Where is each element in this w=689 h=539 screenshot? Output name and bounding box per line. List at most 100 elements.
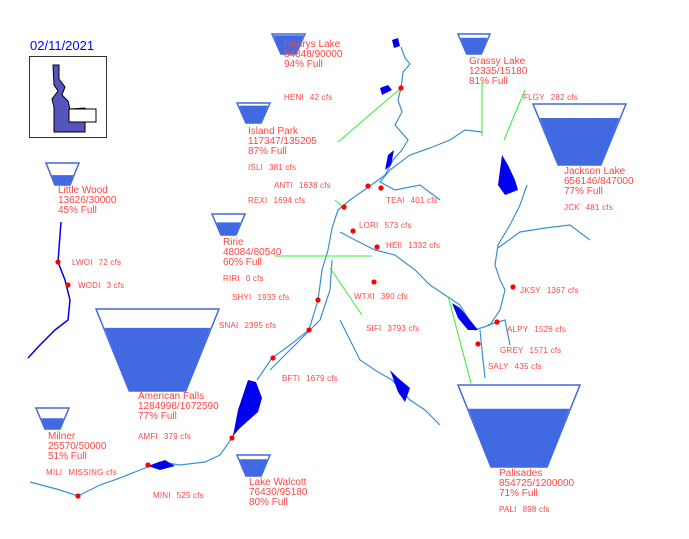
henrys-lake-shape xyxy=(392,38,400,48)
gauge-flow: 390 cfs xyxy=(380,292,408,301)
reservoir-pct-label: 77% Full xyxy=(138,411,177,422)
island-park-reservoir-shape xyxy=(385,150,394,170)
gauge-flow: 1694 cfs xyxy=(273,196,306,205)
gauge-flow: 1933 cfs xyxy=(257,293,290,302)
gauge-flow: 1526 cfs xyxy=(534,325,567,334)
gauge-station-dot-alpy[interactable] xyxy=(494,319,500,325)
gauge-flow: 435 cfs xyxy=(514,362,542,371)
gauge-station-dot-teai[interactable] xyxy=(378,185,384,191)
gauge-station-dot-lwoi[interactable] xyxy=(55,259,61,265)
reservoir-pct-label: 87% Full xyxy=(248,146,287,157)
gauge-wtxi[interactable]: WTXI 390 cfs xyxy=(354,292,408,301)
american-falls-lake-shape xyxy=(233,380,262,436)
gauge-code: WTXI xyxy=(354,292,375,301)
reservoir-fill-level xyxy=(468,408,570,467)
palisades-lake-shape xyxy=(452,303,478,330)
gauge-flow: 2395 cfs xyxy=(244,321,277,330)
reservoir-name: Henrys Lake xyxy=(284,39,341,50)
gauge-station-dot-heii[interactable] xyxy=(374,244,380,250)
gauge-snai[interactable]: SNAI 2395 cfs xyxy=(219,321,276,330)
gauge-code: JCK xyxy=(564,203,580,212)
teton-river xyxy=(379,129,483,201)
grey-river xyxy=(487,319,511,346)
reservoir-fill-level xyxy=(460,37,488,54)
gauge-code: HENI xyxy=(284,93,304,102)
milner-lake-shape xyxy=(148,460,175,470)
gauge-station-dot-anti[interactable] xyxy=(365,183,371,189)
gauge-code: PALI xyxy=(499,505,517,514)
gauge-flow: 0 cfs xyxy=(245,274,264,283)
reservoir-pct-label: 77% Full xyxy=(564,186,603,197)
blackfoot-river xyxy=(339,319,441,426)
gauge-teai[interactable]: TEAI 401 cfs xyxy=(386,196,438,205)
gauge-station-dot-heni[interactable] xyxy=(398,85,404,91)
gauge-shyi[interactable]: SHYI 1933 cfs xyxy=(232,293,289,302)
gauge-station-dot-wodi[interactable] xyxy=(65,282,71,288)
reservoir-fill-level xyxy=(239,459,268,476)
reservoir-fill-level xyxy=(41,418,64,429)
gauge-flow: 573 cfs xyxy=(384,221,412,230)
gauge-station-dot-bfti[interactable] xyxy=(270,355,276,361)
jackson-tributary xyxy=(497,224,591,249)
gauge-alpy[interactable]: ALPY 1526 cfs xyxy=(507,325,566,334)
gauge-dots xyxy=(55,85,516,499)
reservoir-storage: 854725/1200000 xyxy=(499,478,575,489)
gauge-flow: 401 cfs xyxy=(410,196,438,205)
gauge-station-dot-mili[interactable] xyxy=(145,462,151,468)
gauge-station-dot-mini[interactable] xyxy=(75,493,81,499)
gauge-flow: 1638 cfs xyxy=(299,181,331,190)
gauge-code: MINI xyxy=(153,491,171,500)
gauge-station-dot-amfi[interactable] xyxy=(229,435,235,441)
gauge-station-dot-snai[interactable] xyxy=(306,327,312,333)
gauge-code: SNAI xyxy=(219,321,239,330)
gauge-station-dot-shyi[interactable] xyxy=(315,297,321,303)
reservoir-pct-label: 51% Full xyxy=(48,451,87,462)
reservoir-gauge-american-falls xyxy=(94,308,221,392)
gauge-code: TEAI xyxy=(386,196,405,205)
salt-river xyxy=(479,329,486,379)
gauge-code: BFTI xyxy=(282,374,301,383)
gauge-station-dot-rexi[interactable] xyxy=(341,204,347,210)
gauge-flow: 1679 cfs xyxy=(306,374,338,383)
reservoir-storage: 1284998/1672590 xyxy=(138,401,219,412)
gauge-station-dot-lori[interactable] xyxy=(350,228,356,234)
gauge-flow: 381 cfs xyxy=(269,163,297,172)
reservoir-fill-level xyxy=(51,175,74,185)
ririe-lake-shape xyxy=(390,370,410,402)
reservoir-gauge-palisades xyxy=(456,384,582,468)
reservoir-storage: 76430/95180 xyxy=(249,487,308,498)
gauge-station-dot-jksy[interactable] xyxy=(510,284,516,290)
reservoir-pct-label: 80% Full xyxy=(249,497,288,508)
gauge-code: SIFI xyxy=(366,324,382,333)
gauge-station-dot-grey[interactable] xyxy=(475,341,481,347)
gauge-code: SHYI xyxy=(232,293,252,302)
island-park-lake-shape xyxy=(380,85,392,95)
gauge-station-dot-wtxi[interactable] xyxy=(371,279,377,285)
gauge-bfti[interactable]: BFTI 1679 cfs xyxy=(282,374,338,383)
gauge-code: ALPY xyxy=(507,325,529,334)
